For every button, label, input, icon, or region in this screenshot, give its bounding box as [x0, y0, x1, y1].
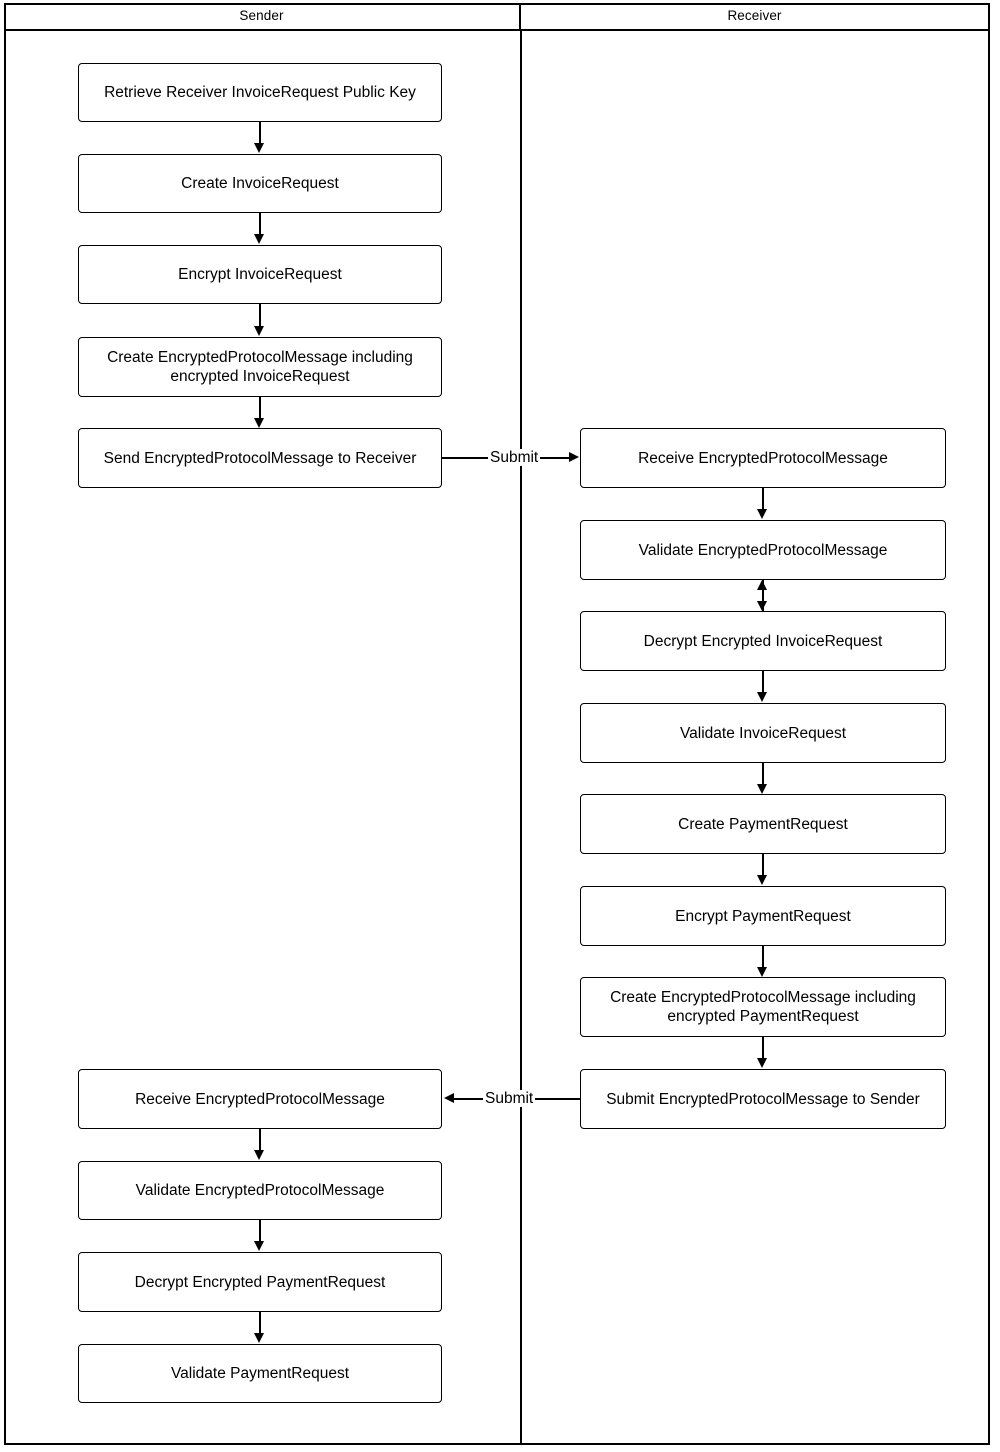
arrowhead-s7-s8-icon [254, 1241, 264, 1251]
edge-r4-r5 [762, 763, 764, 785]
arrowhead-s2-s3-icon [254, 234, 264, 244]
node-create-encryptedprotocolmessage-invoicerequest[interactable]: Create EncryptedProtocolMessage includin… [78, 337, 442, 397]
arrowhead-s4-s5-icon [254, 418, 264, 428]
lane-header-receiver: Receiver [521, 3, 988, 29]
edge-s4-s5 [259, 397, 261, 419]
node-send-encryptedprotocolmessage-to-receiver[interactable]: Send EncryptedProtocolMessage to Receive… [78, 428, 442, 488]
node-decrypt-encrypted-invoicerequest[interactable]: Decrypt Encrypted InvoiceRequest [580, 611, 946, 671]
arrowhead-r6-r7-icon [757, 967, 767, 977]
node-create-invoicerequest[interactable]: Create InvoiceRequest [78, 154, 442, 213]
edge-r3-r4 [762, 671, 764, 693]
node-retrieve-receiver-invoicerequest-public-key[interactable]: Retrieve Receiver InvoiceRequest Public … [78, 63, 442, 122]
arrowhead-s6-s7-icon [254, 1150, 264, 1160]
arrowhead-r8-s6-icon [444, 1093, 454, 1103]
node-create-paymentrequest[interactable]: Create PaymentRequest [580, 794, 946, 854]
node-create-encryptedprotocolmessage-paymentrequest[interactable]: Create EncryptedProtocolMessage includin… [580, 977, 946, 1037]
diagram-frame [4, 3, 990, 1445]
lane-divider [520, 31, 522, 1445]
edge-s2-s3 [259, 213, 261, 235]
edge-r5-r6 [762, 854, 764, 876]
node-encrypt-invoicerequest[interactable]: Encrypt InvoiceRequest [78, 245, 442, 304]
edge-r7-r8 [762, 1037, 764, 1059]
edge-s7-s8 [259, 1220, 261, 1242]
node-sender-receive-encryptedprotocolmessage[interactable]: Receive EncryptedProtocolMessage [78, 1069, 442, 1129]
lane-header-sender-label: Sender [239, 8, 284, 24]
arrowhead-r1-r2-icon [757, 509, 767, 519]
edge-label-submit-to-receiver: Submit [488, 449, 541, 466]
edge-s8-s9 [259, 1312, 261, 1334]
lane-header-row: Sender Receiver [4, 3, 990, 31]
arrowhead-r4-r5-icon [757, 784, 767, 794]
node-receiver-receive-encryptedprotocolmessage[interactable]: Receive EncryptedProtocolMessage [580, 428, 946, 488]
edge-r1-r2 [762, 488, 764, 510]
arrowhead-s8-s9-icon [254, 1333, 264, 1343]
node-submit-encryptedprotocolmessage-to-sender[interactable]: Submit EncryptedProtocolMessage to Sende… [580, 1069, 946, 1129]
node-receiver-validate-encryptedprotocolmessage[interactable]: Validate EncryptedProtocolMessage [580, 520, 946, 580]
edge-s6-s7 [259, 1129, 261, 1151]
node-decrypt-encrypted-paymentrequest[interactable]: Decrypt Encrypted PaymentRequest [78, 1252, 442, 1312]
arrowhead-r3-r2-icon [757, 580, 767, 590]
lane-header-receiver-label: Receiver [727, 8, 782, 24]
arrowhead-r3-r4-icon [757, 692, 767, 702]
arrowhead-s5-r1-icon [569, 452, 579, 462]
arrowhead-r7-r8-icon [757, 1058, 767, 1068]
arrowhead-s1-s2-icon [254, 143, 264, 153]
arrowhead-r5-r6-icon [757, 875, 767, 885]
node-validate-paymentrequest[interactable]: Validate PaymentRequest [78, 1344, 442, 1403]
lane-header-sender: Sender [4, 3, 521, 29]
edge-s3-s4 [259, 304, 261, 327]
edge-r2-r3-bidirectional [762, 580, 764, 611]
edge-s1-s2 [259, 122, 261, 144]
node-validate-invoicerequest[interactable]: Validate InvoiceRequest [580, 703, 946, 763]
arrowhead-s3-s4-icon [254, 326, 264, 336]
edge-r6-r7 [762, 946, 764, 968]
node-encrypt-paymentrequest[interactable]: Encrypt PaymentRequest [580, 886, 946, 946]
edge-label-submit-to-sender: Submit [483, 1090, 536, 1107]
node-sender-validate-encryptedprotocolmessage[interactable]: Validate EncryptedProtocolMessage [78, 1161, 442, 1220]
arrowhead-r2-r3-icon [757, 601, 767, 611]
